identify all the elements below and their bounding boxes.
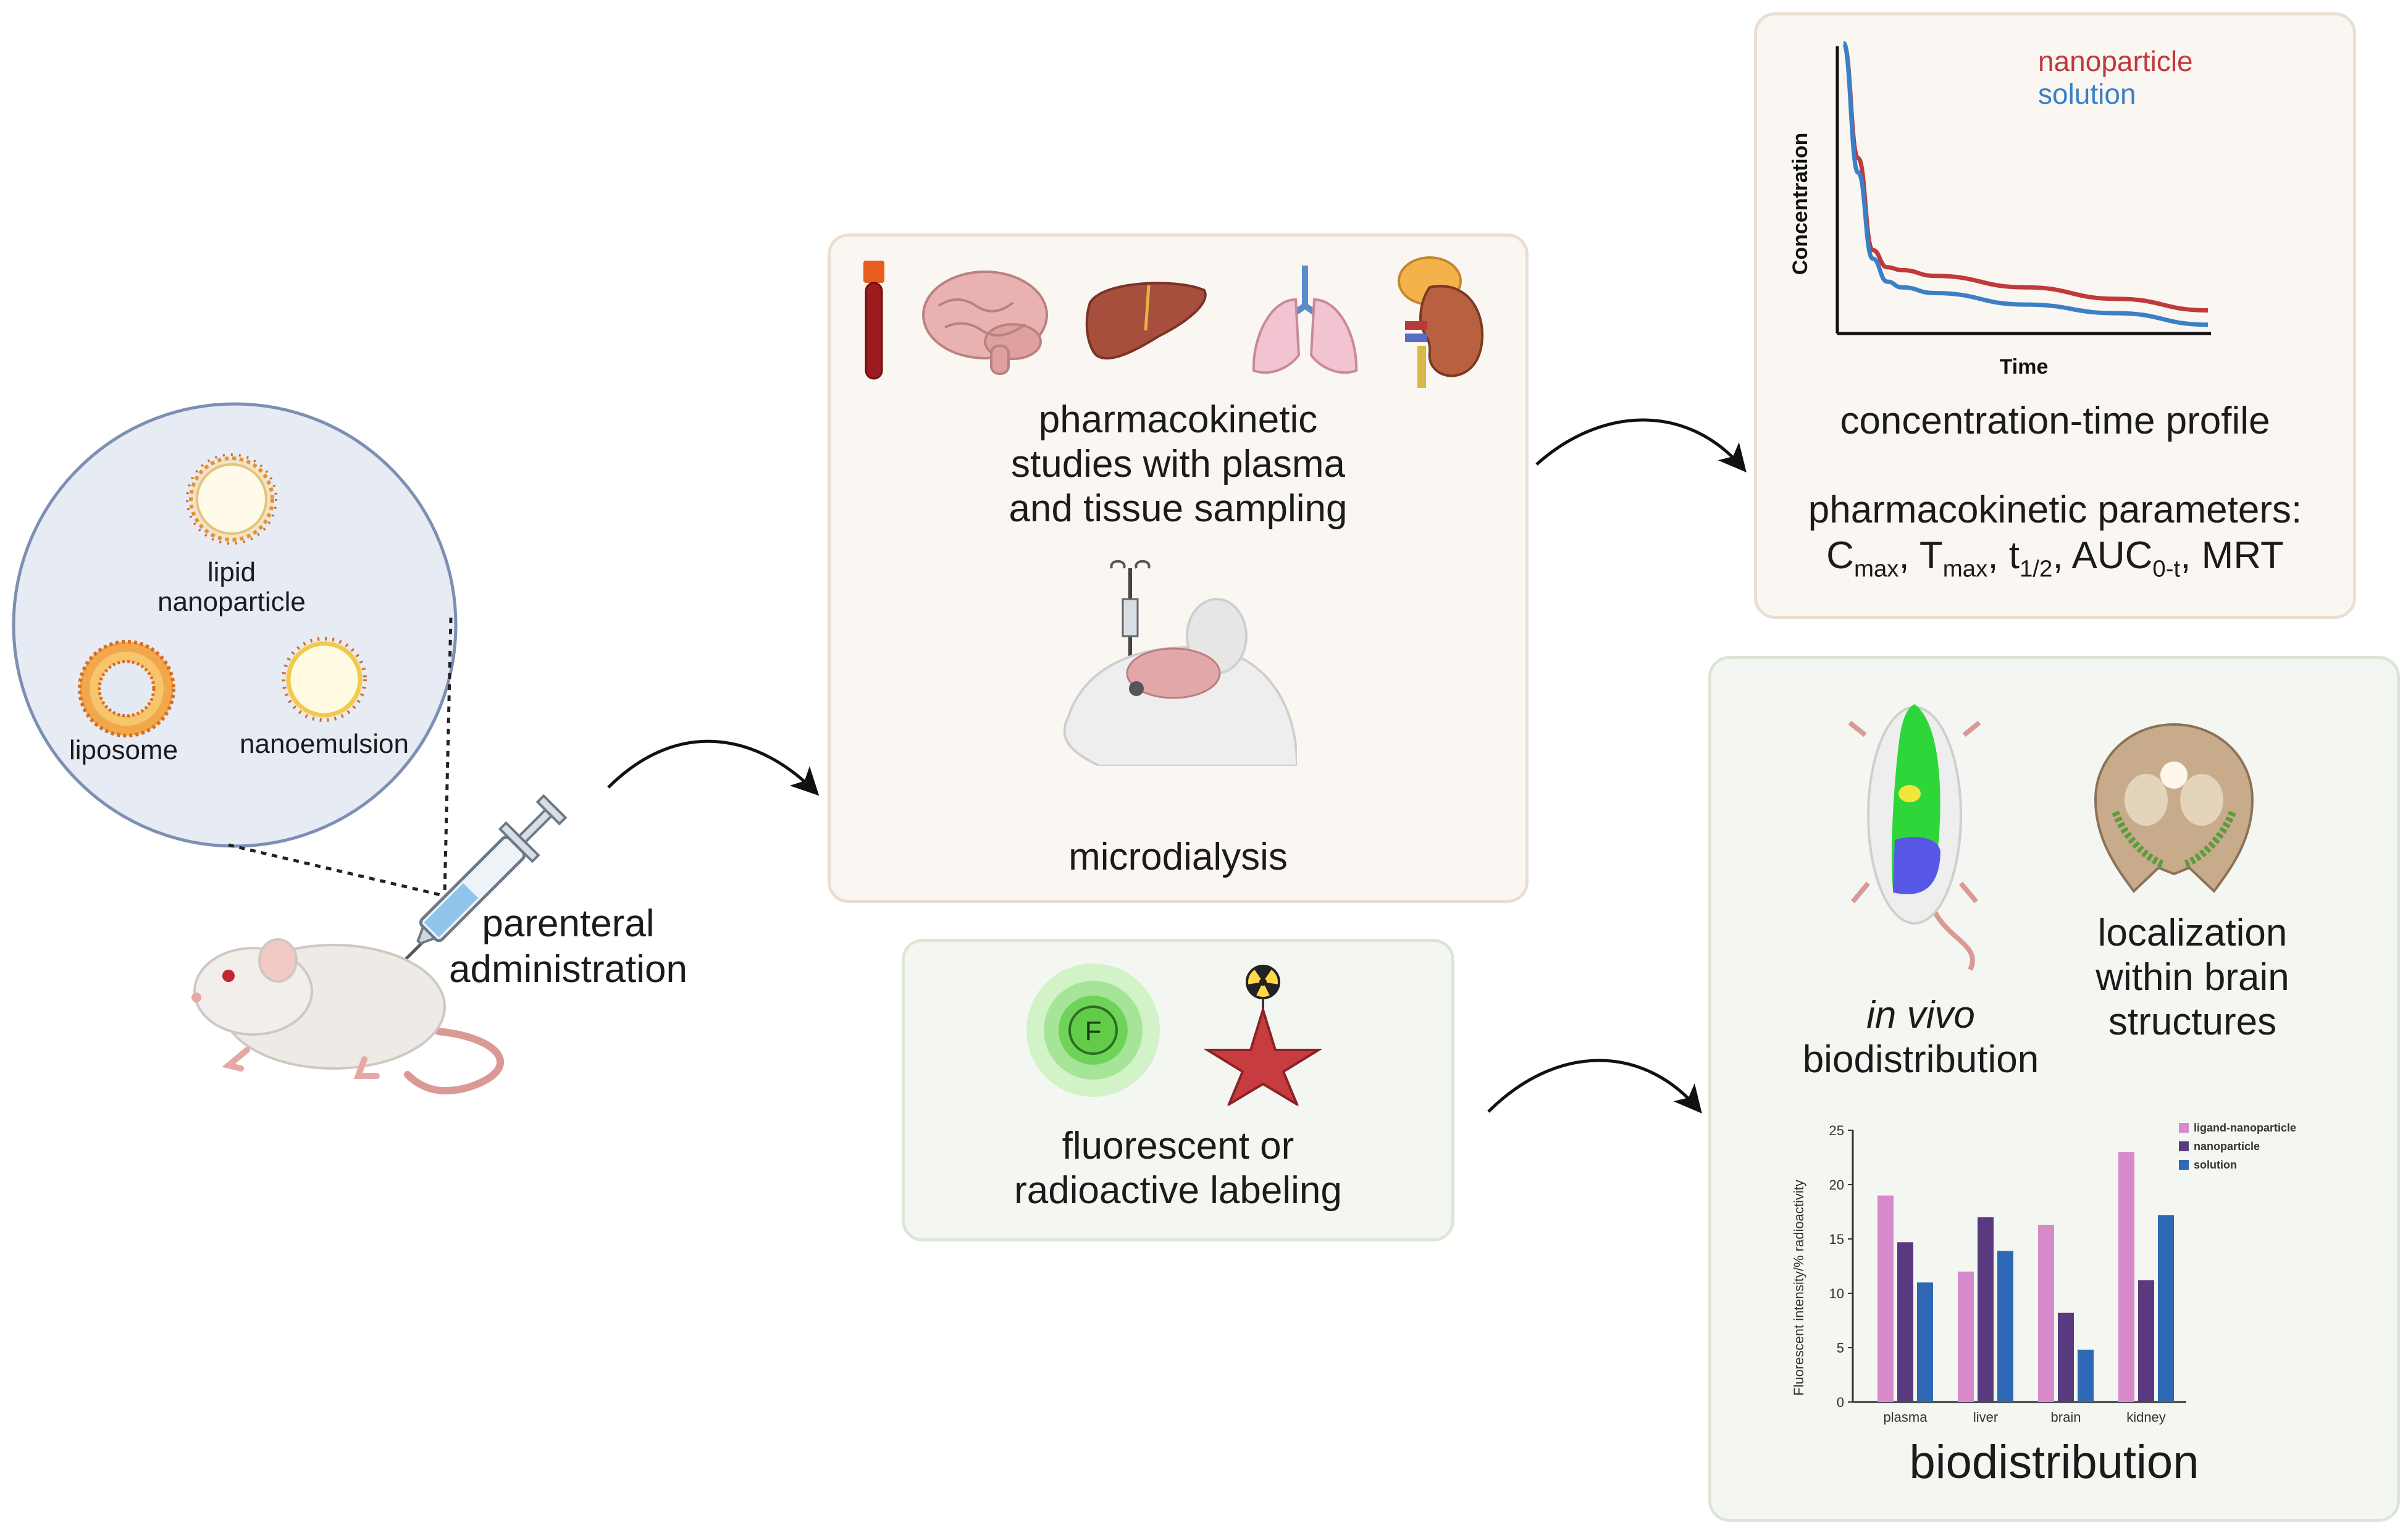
lungs-icon bbox=[1252, 266, 1358, 374]
legend-solution: solution bbox=[2038, 78, 2136, 110]
in-vivo-imaging-mouse-icon bbox=[1848, 704, 1981, 971]
legend-swatch-nanoparticle bbox=[2179, 1141, 2189, 1151]
legend-swatch-solution bbox=[2179, 1160, 2189, 1170]
lipid-nanoparticle-label-line1: lipid bbox=[207, 557, 256, 587]
bar-brain-ligand-nanoparticle bbox=[2038, 1225, 2054, 1402]
microdialysis-rat-icon bbox=[1063, 560, 1297, 766]
kidney-icon bbox=[1398, 256, 1484, 388]
in-vivo-label: in vivo bbox=[1866, 994, 1975, 1036]
brain-icon bbox=[922, 271, 1048, 375]
legend-nanoparticle: nanoparticle bbox=[2038, 45, 2193, 77]
param-half: , t bbox=[1987, 534, 2020, 577]
bar-plasma-solution bbox=[1917, 1282, 1933, 1402]
administration-label-line2: administration bbox=[449, 948, 687, 991]
liposome-icon bbox=[78, 640, 175, 737]
y-tick-label: 0 bbox=[1837, 1395, 1844, 1410]
param-t-sub: max bbox=[1942, 555, 1988, 582]
pk-parameters-list: Cmax, Tmax, t1/2, AUC0-t, MRT bbox=[1754, 534, 2356, 591]
fluor-symbol: F bbox=[1085, 1016, 1102, 1046]
labeling-text-line1: fluorescent or bbox=[1062, 1125, 1294, 1167]
category-label: brain bbox=[2051, 1409, 2081, 1425]
param-auc: , AUC bbox=[2052, 534, 2153, 577]
localization-label-line2: within brain bbox=[2095, 956, 2289, 999]
concentration-time-chart: Concentration Time nanoparticle solution bbox=[1789, 41, 2211, 379]
arrow-label-to-bio bbox=[1487, 1059, 1702, 1114]
legend-swatch-ligand-nanoparticle bbox=[2179, 1123, 2189, 1133]
category-label: plasma bbox=[1884, 1409, 1928, 1425]
bar-brain-solution bbox=[2078, 1350, 2094, 1402]
labeling-text-line2: radioactive labeling bbox=[1014, 1169, 1342, 1212]
bar-kidney-ligand-nanoparticle bbox=[2118, 1152, 2134, 1402]
arrow-admin-to-pk bbox=[607, 739, 820, 796]
localization-label-line1: localization bbox=[2097, 912, 2288, 954]
series-line-solution bbox=[1841, 41, 2209, 327]
legend-label-solution: solution bbox=[2194, 1159, 2237, 1171]
bar-liver-ligand-nanoparticle bbox=[1958, 1271, 1974, 1402]
labeling-panel bbox=[902, 939, 1454, 1241]
radioactive-label-icon bbox=[1204, 965, 1322, 1106]
y-tick-label: 15 bbox=[1829, 1232, 1844, 1247]
category-label: liver bbox=[1973, 1409, 1998, 1425]
bar-brain-nanoparticle bbox=[2058, 1312, 2074, 1402]
profile-caption: concentration-time profile bbox=[1840, 400, 2270, 442]
liver-icon bbox=[1085, 282, 1207, 360]
liposome-label: liposome bbox=[69, 735, 178, 765]
bar-kidney-nanoparticle bbox=[2138, 1280, 2154, 1402]
brain-section-icon bbox=[2094, 723, 2254, 894]
legend-label-nanoparticle: nanoparticle bbox=[2194, 1140, 2260, 1152]
pk-panel-text-line2: studies with plasma bbox=[1010, 443, 1346, 485]
arrow-pk-to-profile bbox=[1535, 418, 1747, 472]
microdialysis-label: microdialysis bbox=[1068, 836, 1288, 878]
pk-chart-ylabel: Concentration bbox=[1789, 133, 1812, 275]
param-c: C bbox=[1826, 534, 1854, 577]
in-vivo-biodistribution-label: biodistribution bbox=[1802, 1038, 2039, 1081]
pk-parameters-title: pharmacokinetic parameters: bbox=[1808, 489, 2302, 531]
concentration-profile-panel bbox=[1754, 12, 2356, 619]
y-tick-label: 20 bbox=[1829, 1177, 1844, 1193]
bar-liver-solution bbox=[1997, 1251, 2013, 1402]
bio-chart-ylabel: Fluorescent intensity/% radioactivity bbox=[1791, 1180, 1806, 1396]
bar-plasma-ligand-nanoparticle bbox=[1877, 1195, 1894, 1402]
pk-panel-text-line1: pharmacokinetic bbox=[1038, 398, 1318, 441]
pk-chart-xlabel: Time bbox=[2000, 355, 2049, 379]
pk-panel-text-line3: and tissue sampling bbox=[1009, 487, 1348, 530]
y-tick-label: 5 bbox=[1837, 1340, 1844, 1356]
param-mrt: , MRT bbox=[2180, 534, 2284, 577]
localization-label-line3: structures bbox=[2108, 1001, 2277, 1043]
mouse-icon bbox=[191, 938, 504, 1095]
bar-liver-nanoparticle bbox=[1978, 1217, 1994, 1402]
biodistribution-title: biodistribution bbox=[1909, 1436, 2199, 1488]
lipid-nanoparticle-icon bbox=[186, 453, 277, 545]
administration-label-line1: parenteral bbox=[482, 902, 655, 945]
y-tick-label: 25 bbox=[1829, 1123, 1844, 1138]
biodistribution-bar-chart: Fluorescent intensity/% radioactivity 0 5… bbox=[1791, 1122, 2296, 1425]
bar-kidney-solution bbox=[2158, 1215, 2174, 1402]
param-t: , T bbox=[1898, 534, 1943, 577]
fluorescent-label-icon: F bbox=[1026, 963, 1160, 1097]
nanoemulsion-icon bbox=[282, 637, 367, 722]
param-half-sub: 1/2 bbox=[2020, 555, 2053, 582]
bar-plasma-nanoparticle bbox=[1897, 1242, 1913, 1402]
blood-tube-icon bbox=[863, 261, 884, 380]
nanoemulsion-label: nanoemulsion bbox=[240, 729, 409, 759]
legend-label-ligand-nanoparticle: ligand-nanoparticle bbox=[2194, 1122, 2296, 1134]
series-line-nanoparticle bbox=[1841, 41, 2209, 313]
param-c-sub: max bbox=[1853, 555, 1899, 582]
syringe-icon bbox=[388, 794, 568, 977]
param-auc-sub: 0-t bbox=[2152, 555, 2181, 582]
y-tick-label: 10 bbox=[1829, 1286, 1844, 1301]
category-label: kidney bbox=[2126, 1409, 2166, 1425]
lipid-nanoparticle-label-line2: nanoparticle bbox=[157, 587, 306, 617]
